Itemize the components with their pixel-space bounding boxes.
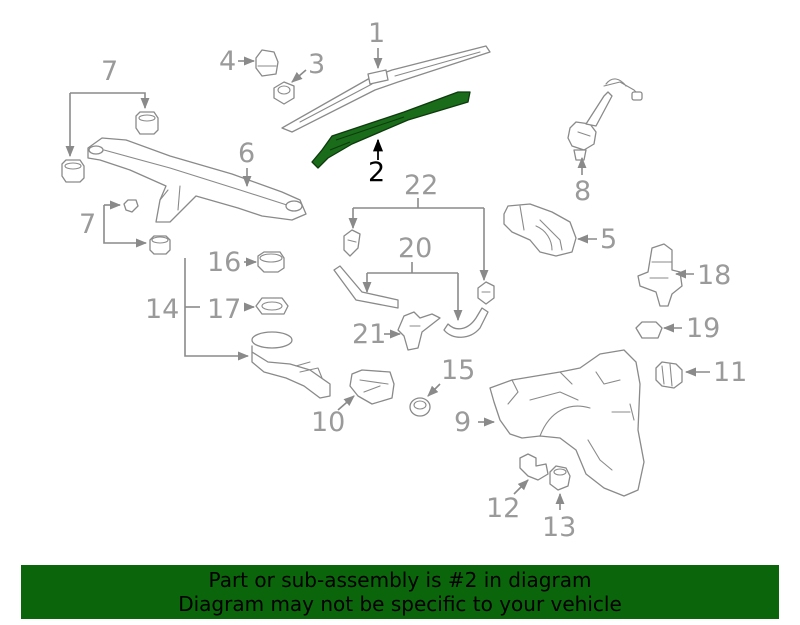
callout-22[interactable]: 22 bbox=[404, 170, 438, 201]
callout-4[interactable]: 4 bbox=[219, 46, 236, 77]
callout-1[interactable]: 1 bbox=[368, 18, 385, 49]
part-7-grommet-upper-b[interactable] bbox=[61, 159, 85, 183]
callout-11[interactable]: 11 bbox=[713, 357, 747, 388]
callout-15[interactable]: 15 bbox=[441, 355, 475, 386]
callout-7-lower[interactable]: 7 bbox=[79, 209, 96, 240]
part-21-hose-connector[interactable] bbox=[397, 311, 441, 351]
callout-2[interactable]: 2 bbox=[368, 157, 385, 188]
part-13-bushing[interactable] bbox=[549, 465, 571, 491]
info-banner: Part or sub-assembly is #2 in diagram Di… bbox=[21, 565, 779, 619]
part-7-grommet-lower-b[interactable] bbox=[149, 235, 171, 255]
callout-3[interactable]: 3 bbox=[308, 49, 325, 80]
part-15-grommet[interactable] bbox=[409, 397, 431, 417]
part-8-pivot-assembly[interactable] bbox=[567, 78, 643, 161]
callout-16[interactable]: 16 bbox=[207, 247, 241, 278]
callout-14[interactable]: 14 bbox=[145, 294, 179, 325]
callout-17[interactable]: 17 bbox=[207, 294, 241, 325]
callout-5[interactable]: 5 bbox=[600, 224, 617, 255]
part-10-bracket[interactable] bbox=[349, 369, 395, 405]
part-14-filler-neck[interactable] bbox=[251, 331, 331, 399]
part-5-wiper-motor[interactable] bbox=[503, 203, 577, 257]
callout-7-upper[interactable]: 7 bbox=[101, 56, 118, 87]
part-1-wiper-blade[interactable] bbox=[281, 45, 491, 133]
part-11-level-sensor[interactable] bbox=[655, 361, 683, 389]
callout-20[interactable]: 20 bbox=[398, 233, 432, 264]
part-2-wiper-arm[interactable] bbox=[311, 91, 471, 169]
part-17-seal[interactable] bbox=[255, 297, 289, 315]
part-3-nut[interactable] bbox=[273, 81, 295, 105]
part-7-grommet-upper-a[interactable] bbox=[135, 111, 159, 135]
callout-8[interactable]: 8 bbox=[574, 176, 591, 207]
part-18-washer-pump[interactable] bbox=[637, 243, 683, 307]
banner-line-2: Diagram may not be specific to your vehi… bbox=[178, 592, 622, 616]
part-4-cap[interactable] bbox=[255, 49, 279, 77]
callout-18[interactable]: 18 bbox=[697, 260, 731, 291]
callout-9[interactable]: 9 bbox=[454, 407, 471, 438]
part-19-pump-grommet[interactable] bbox=[635, 321, 663, 339]
callout-19[interactable]: 19 bbox=[686, 313, 720, 344]
callout-10[interactable]: 10 bbox=[311, 407, 345, 438]
banner-line-1: Part or sub-assembly is #2 in diagram bbox=[208, 568, 592, 592]
part-22-washer-jet-left[interactable] bbox=[343, 229, 361, 257]
callout-6[interactable]: 6 bbox=[238, 138, 255, 169]
part-6-wiper-linkage[interactable] bbox=[87, 137, 307, 223]
part-20-washer-hose-left[interactable] bbox=[333, 265, 399, 309]
part-16-filler-cap[interactable] bbox=[257, 251, 285, 273]
part-9-washer-reservoir[interactable] bbox=[489, 349, 645, 497]
callout-21[interactable]: 21 bbox=[352, 319, 386, 350]
part-12-bolt[interactable] bbox=[519, 453, 549, 481]
part-22-washer-jet-right[interactable] bbox=[477, 281, 495, 305]
callout-12[interactable]: 12 bbox=[486, 493, 520, 524]
part-20-washer-hose-right[interactable] bbox=[443, 307, 489, 338]
parts-diagram: 1 2 3 4 6 7 bbox=[61, 18, 747, 543]
part-7-grommet-lower-a[interactable] bbox=[123, 199, 139, 213]
callout-13[interactable]: 13 bbox=[542, 512, 576, 543]
